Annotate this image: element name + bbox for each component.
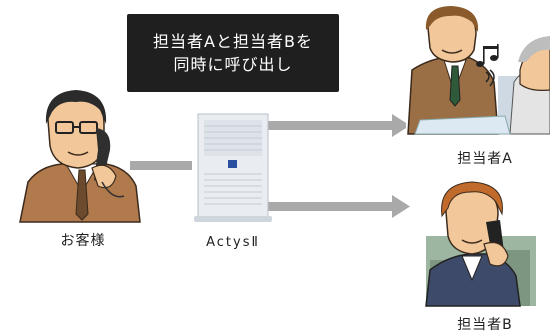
arrow-to-person-b <box>268 195 410 218</box>
music-notes-icon <box>476 44 499 87</box>
customer-connector-line <box>130 161 192 170</box>
customer-label: お客様 <box>60 233 106 249</box>
person-b-illustration <box>425 181 536 307</box>
device-badge <box>228 160 237 168</box>
person-a-illustration <box>406 6 550 135</box>
arrow-to-person-a <box>268 114 410 137</box>
actys-device <box>194 113 272 222</box>
customer-illustration <box>19 90 141 223</box>
callout-box: 担当者Aと担当者Bを 同時に呼び出し <box>127 14 339 92</box>
device-label: ActysⅡ <box>206 235 260 250</box>
person-a-label: 担当者A <box>457 151 513 167</box>
person-b-label: 担当者B <box>457 317 513 333</box>
callout-line-2: 同時に呼び出し <box>173 55 293 74</box>
callout-line-1: 担当者Aと担当者Bを <box>153 32 313 51</box>
